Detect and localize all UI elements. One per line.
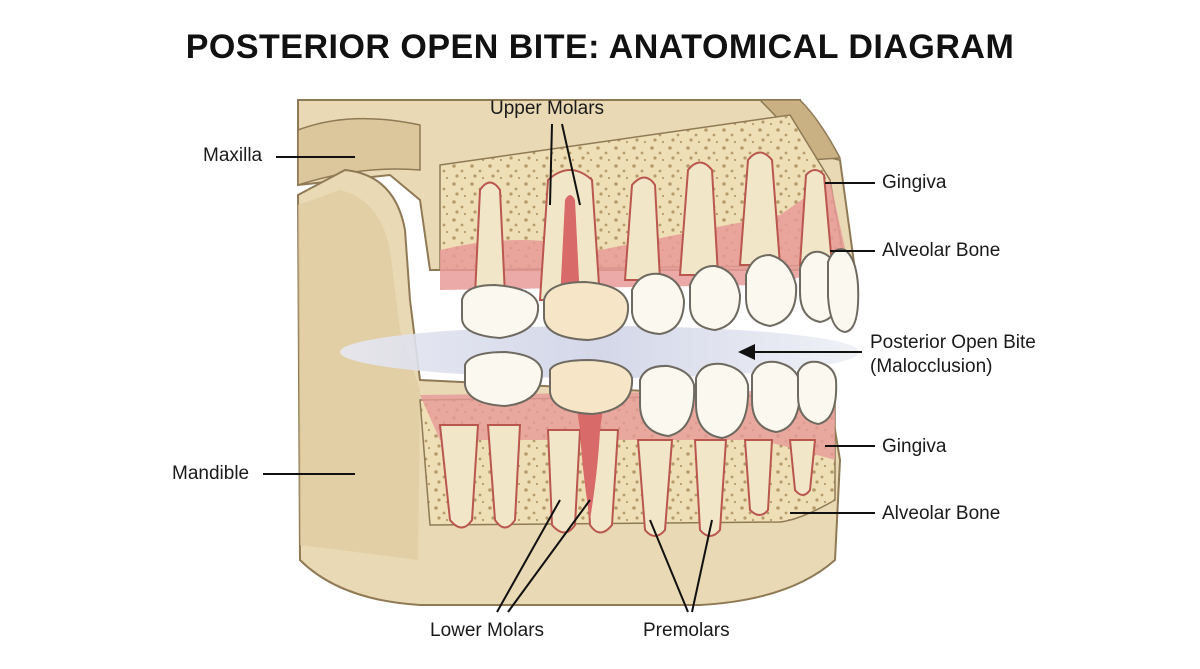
label-upper-molars: Upper Molars [490,98,605,119]
label-mandible: Mandible [172,463,250,484]
label-alveolar-bone-upper: Alveolar Bone [882,240,1001,261]
lower-crowns [464,350,838,440]
leader-premolars-b [691,519,713,613]
page-title: POSTERIOR OPEN BITE: ANATOMICAL DIAGRAM [185,28,1015,66]
label-open-bite-line1: Posterior Open Bite [870,332,1036,353]
label-gingiva-upper: Gingiva [882,172,947,193]
upper-pulp [560,195,580,300]
leader-lower-molars-a [496,499,561,613]
upper-roots [473,151,834,301]
label-maxilla: Maxilla [203,145,263,166]
lower-roots [438,424,817,537]
label-premolars: Premolars [643,620,730,641]
leader-premolars-a [649,519,689,613]
label-alveolar-bone-lower: Alveolar Bone [882,503,1001,524]
leader-upper-molars-a [549,123,553,206]
ramus-shadow [298,190,420,560]
upper-crowns [461,248,860,342]
label-lower-molars: Lower Molars [430,620,545,641]
open-bite-arrowhead [738,344,755,360]
label-gingiva-lower: Gingiva [882,436,947,457]
cheekbone [297,117,421,187]
leader-lower-molars-b [507,499,591,613]
label-open-bite-line2: (Malocclusion) [870,356,993,377]
leader-lines [263,123,875,613]
lower-pulp [575,390,605,520]
leader-upper-molars-b [561,123,581,206]
